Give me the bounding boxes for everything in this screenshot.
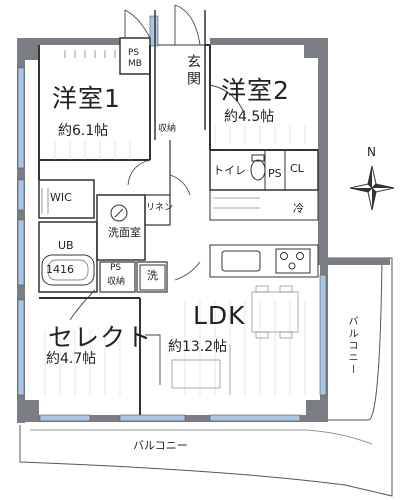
room-area-ldk: 約13.2帖 [168,339,228,355]
label-ps-mb: PS MB [128,48,142,69]
label-balcony-bottom: バルコニー [133,439,188,452]
label-storage2: 収納 [107,277,126,287]
bathtub-icon [41,254,95,286]
label-balcony-right: バルコニー [346,316,357,376]
floor-hatching [44,125,306,395]
label-washer: 洗 [147,269,158,282]
label-fridge: 冷 [293,202,304,215]
stove-icon [275,248,311,274]
label-ps: PS [268,167,282,180]
interior-walls [38,10,319,415]
kitchen-sink-icon [221,250,261,272]
compass-icon [349,165,395,211]
label-ps-storage: PS [110,263,122,273]
windows [17,15,327,422]
balcony-area [19,257,393,497]
room-area-western1: 約6.1帖 [58,123,109,139]
label-ub-size: 1416 [46,263,74,276]
dining-table-icon [251,285,299,339]
label-cl: CL [290,162,304,175]
label-entrance: 玄関 [185,54,201,88]
washbasin-icon [110,204,128,222]
room-name-western1: 洋室1 [52,84,121,113]
label-wic: WIC [50,191,72,204]
label-storage: 収納 [158,124,177,134]
room-name-ldk: LDK [193,301,246,330]
room-name-western2: 洋室2 [221,76,290,105]
compass-north-label: N [367,145,376,159]
label-linen: リネン [146,203,174,213]
label-toilet: トイレ [213,164,246,177]
label-ub: UB [58,239,74,252]
door-swings [69,4,246,385]
room-name-select: セレクト [48,323,153,352]
room-area-western2: 約4.5帖 [224,109,275,125]
label-washroom: 洗面室 [108,226,141,239]
closet-lines [41,50,260,214]
sofa-icon [171,345,231,395]
washer-area [139,264,166,291]
toilet-icon [250,154,266,181]
room-area-select: 約4.7帖 [46,351,97,367]
